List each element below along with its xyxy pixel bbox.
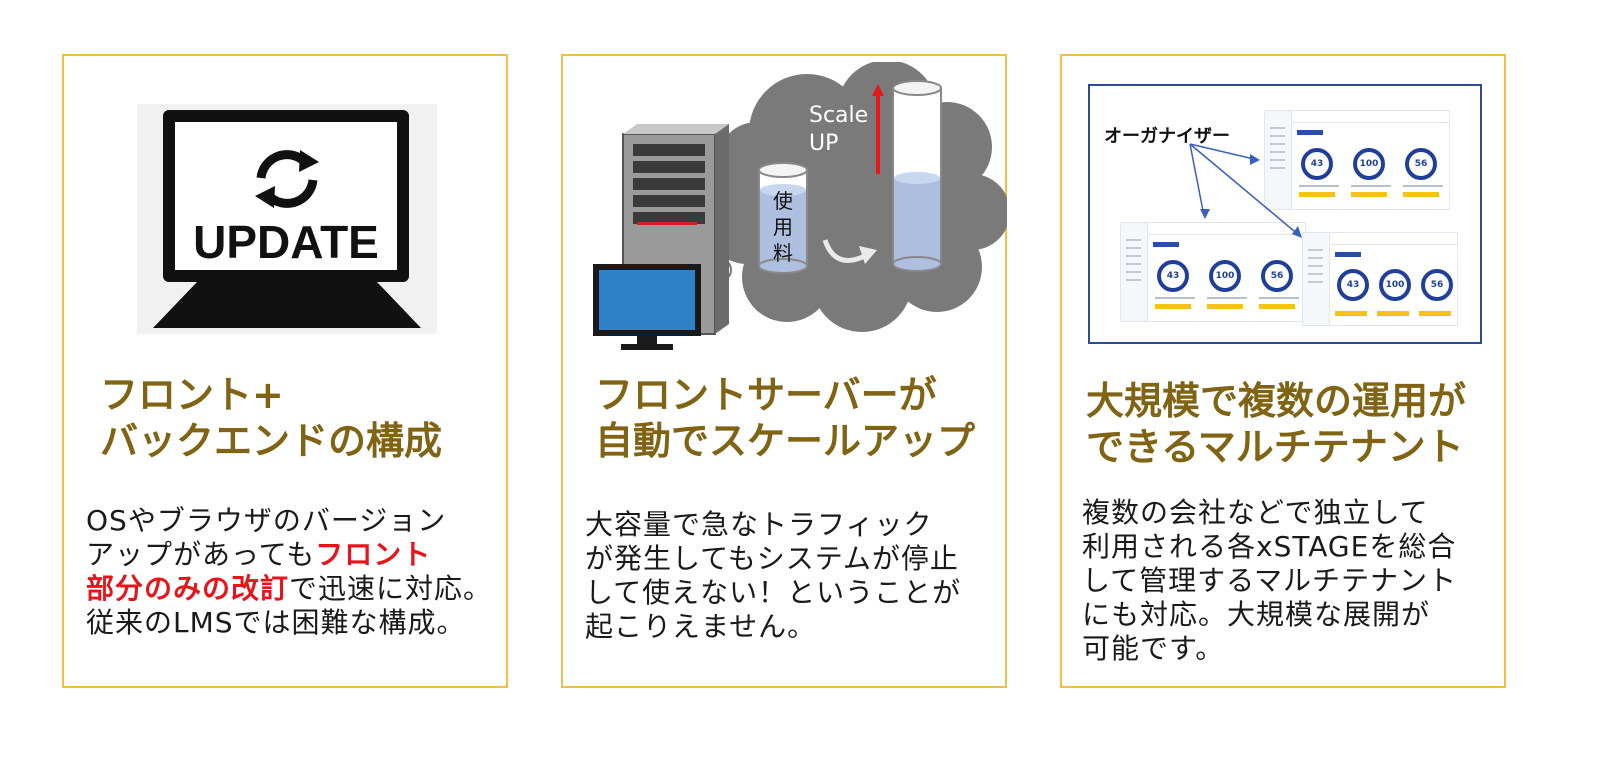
svg-text:UP: UP [809,131,838,156]
update-screen-text: UPDATE [193,216,379,268]
organizer-label: オーガナイザー [1104,126,1230,147]
highlight-partial-revision: 部分のみの改訂 [86,572,290,605]
highlight-front: フロント [315,538,432,571]
svg-text:料: 料 [773,241,793,265]
feature-card-multi-tenant: 43 100 56 43 100 56 43 100 56 [1060,54,1506,688]
tenant-screenshot: 43 100 56 [1302,232,1458,326]
svg-text:使: 使 [773,189,793,213]
svg-text:用: 用 [773,215,793,239]
card-body: 大容量で急なトラフィック が発生してもシステムが停止 して使えない！ということが… [585,508,962,643]
arrows [1189,143,1302,238]
card-body: 複数の会社などで独立して 利用される各xSTAGEを総合 して管理するマルチテナ… [1082,496,1458,665]
card-title: フロントサーバーが自動でスケールアップ [595,373,976,463]
card-body: OSやブラウザのバージョン アップがあってもフロント 部分のみの改訂で迅速に対応… [86,504,493,639]
laptop-update-icon: UPDATE [137,104,437,334]
feature-card-auto-scale: 使 用 料 Scale UP フロントサーバーが自動でスケールアップ 大容量で急… [561,54,1010,688]
tenant-screenshot: 43 100 56 [1264,110,1450,210]
server-cloud-icon: 使 用 料 Scale UP [587,60,1010,352]
card-title: フロント+バックエンドの構成 [100,373,443,463]
multi-tenant-screenshot-icon: 43 100 56 43 100 56 43 100 56 [1088,84,1482,344]
feature-card-front-backend: UPDATE フロント+バックエンドの構成 OSやブラウザのバージョン アップが… [62,54,508,688]
card-title: 大規模で複数の運用ができるマルチテナント [1086,379,1467,469]
tenant-screenshot: 43 100 56 [1120,222,1306,322]
scale-up-label: Scale [809,103,868,128]
